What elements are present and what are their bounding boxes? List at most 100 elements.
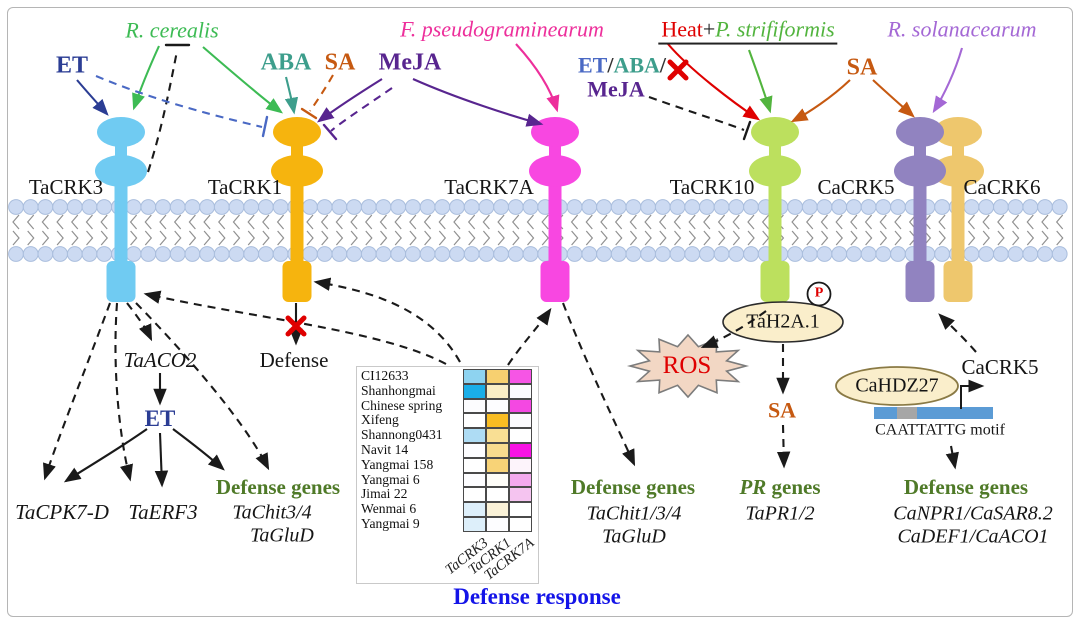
lipid-tail	[173, 214, 182, 230]
gene-taerf3: TaERF3	[128, 500, 198, 525]
lipid-head	[331, 246, 348, 262]
lipid-tail	[512, 214, 520, 230]
receptor-ecto-domain	[932, 155, 984, 187]
lipid-tail	[56, 230, 64, 246]
dash-tacrk3-taaco2	[126, 302, 153, 342]
arrow-aba-tacrk1	[284, 76, 299, 115]
heatmap-cell	[463, 487, 486, 503]
lipid-head	[155, 246, 171, 262]
lipid-head	[669, 199, 686, 215]
lipid-tail	[394, 214, 402, 230]
receptor-stalk	[768, 166, 782, 266]
lipid-tail	[144, 214, 152, 230]
lipid-tail	[821, 230, 829, 246]
lipid-tail	[188, 214, 196, 230]
lipid-head	[169, 246, 186, 262]
heatmap-cell	[463, 517, 486, 532]
lipid-head	[934, 199, 950, 215]
arrow-rsolanacearum-cacrk	[932, 47, 964, 114]
lipid-tail	[497, 214, 505, 230]
lipid-tail	[982, 214, 990, 230]
lipid-tail	[1012, 230, 1020, 246]
lipid-head	[22, 246, 39, 262]
lipid-tail	[571, 230, 579, 246]
gene-taglud-left: TaGluD	[250, 524, 314, 547]
lipid-tail	[570, 214, 579, 230]
lipid-tail	[747, 230, 755, 246]
receptor-ecto-domain	[271, 155, 323, 187]
lipid-tail	[600, 214, 608, 230]
heatmap-row-label: Shannong0431	[361, 427, 443, 443]
receptor-stalk	[913, 166, 927, 266]
lipid-tail	[423, 214, 432, 230]
heatmap-row-label: Jimai 22	[361, 486, 408, 502]
lipid-tail	[365, 230, 373, 246]
hormone-et2: ET	[577, 52, 608, 78]
tbar-hormones-tacrk10	[742, 120, 752, 141]
lipid-tail	[835, 214, 843, 230]
lipid-head	[1037, 199, 1053, 215]
lipid-head	[478, 246, 495, 262]
lipid-tail	[130, 230, 138, 246]
heatmap-cell	[509, 383, 532, 399]
arrow-rcerealis-tacrk3	[132, 45, 160, 111]
lipid-tail	[71, 230, 79, 246]
lipid-tail	[438, 230, 447, 246]
lipid-tail	[894, 214, 902, 230]
lipid-head	[860, 246, 877, 262]
lipid-tail	[12, 230, 20, 246]
lipid-head	[258, 199, 274, 215]
hormone-sa2: SA	[846, 54, 878, 81]
heatmap-cell	[486, 428, 509, 443]
lipid-tail	[673, 214, 681, 230]
dash-heatmap-tacrk1	[313, 277, 461, 363]
receptor-ecto-domain	[531, 117, 579, 147]
lipid-head	[1007, 199, 1024, 215]
motif-label: CAATTATTG motif	[875, 421, 1005, 439]
lipid-tail	[129, 214, 138, 230]
dash-tacrk7a-defensegenes	[562, 302, 636, 467]
slash: /	[659, 52, 667, 78]
lipid-tail	[644, 214, 652, 230]
lipid-tail	[1026, 230, 1035, 246]
lipid-tail	[350, 214, 358, 230]
arrow-sa-tacrk10	[790, 79, 851, 123]
receptor-kinase-domain	[943, 261, 973, 302]
figure-border	[7, 7, 1073, 617]
tbar-et-tacrk1	[261, 115, 269, 138]
lipid-head	[596, 246, 612, 262]
hormone-aba2: ABA	[613, 52, 660, 78]
lipid-tail	[174, 230, 182, 246]
lipid-head	[405, 199, 421, 215]
lipid-head	[272, 199, 289, 215]
lipid-tail	[732, 230, 741, 246]
tah2a1-label: TaH2A.1	[746, 310, 820, 333]
heatmap-cell	[486, 502, 509, 517]
lipid-tail	[1056, 230, 1064, 246]
lipid-tail	[659, 214, 667, 230]
lipid-tail	[1055, 214, 1064, 230]
lipid-tail	[688, 230, 696, 246]
lipid-tail	[806, 230, 814, 246]
arrow-et-taerf3	[154, 432, 169, 488]
lipid-tail	[997, 214, 1005, 230]
lipid-tail	[144, 230, 153, 246]
arrow-et-defensegenes	[172, 428, 225, 471]
lipid-head	[125, 246, 142, 262]
receptor-label-tacrk3: TaCRK3	[28, 175, 104, 200]
arrow-rcerealis-tacrk1	[202, 46, 284, 114]
lipid-head	[125, 199, 142, 215]
heatmap-cell	[463, 428, 486, 443]
blocked-x-heat	[667, 59, 689, 81]
lipid-tail	[233, 230, 241, 246]
arrow-et-tacrk3	[76, 79, 109, 116]
lipid-head	[375, 246, 392, 262]
lipid-tail	[335, 214, 343, 230]
lipid-tail	[629, 230, 638, 246]
lipid-head	[1022, 199, 1039, 215]
lipid-tail	[615, 230, 623, 246]
lipid-tail	[27, 230, 35, 246]
heatmap-cell	[509, 502, 532, 517]
gene-canpr1-casar8-2: CaNPR1/CaSAR8.2	[893, 502, 1053, 525]
